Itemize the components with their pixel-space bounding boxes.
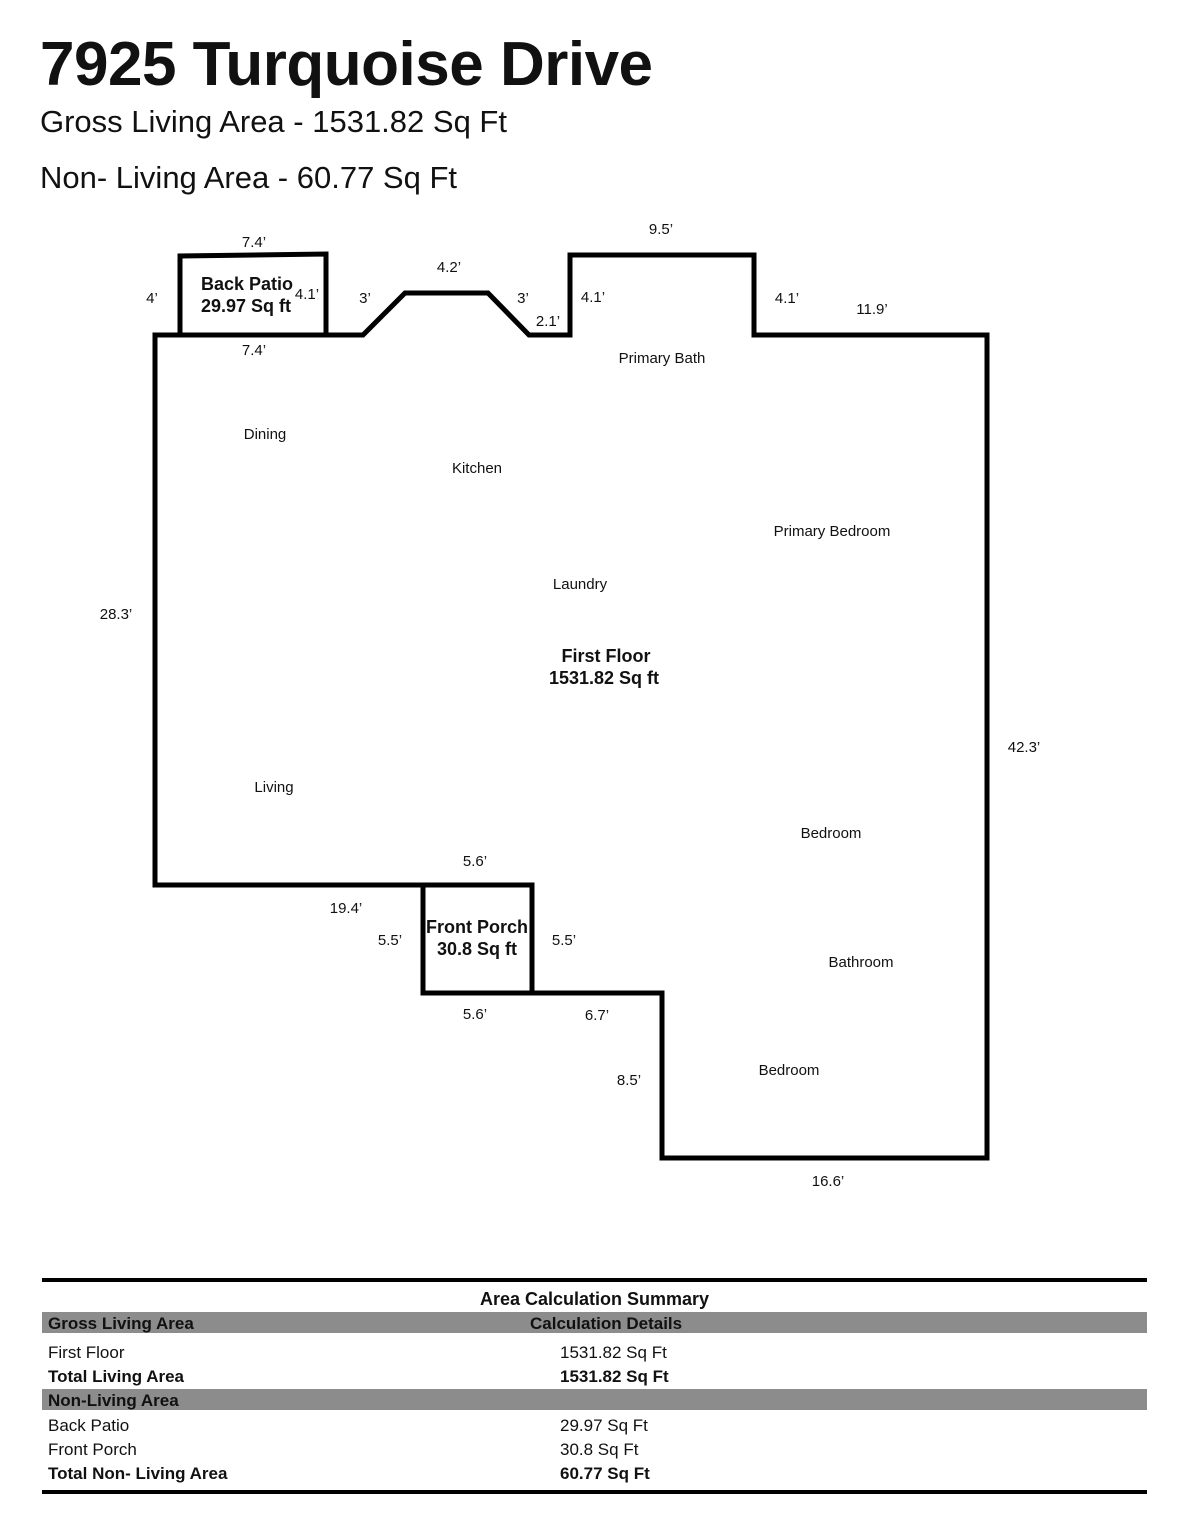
summary-row-total-living: Total Living Area 1531.82 Sq Ft [42, 1365, 1147, 1389]
row-label: Total Non- Living Area [48, 1464, 228, 1483]
gross-living-header: Gross Living Area [48, 1314, 194, 1333]
summary-top-rule [42, 1278, 1147, 1282]
dim-porch-left: 5.5’ [378, 932, 402, 949]
room-dining: Dining [244, 426, 287, 443]
row-label: Total Living Area [48, 1367, 185, 1386]
dim-bath-top: 9.5’ [649, 221, 673, 238]
dim-porch-bottom: 5.6’ [463, 1006, 487, 1023]
dim-bath-left: 4.1’ [581, 289, 605, 306]
room-bedroom: Bedroom [801, 825, 862, 842]
row-value: 30.8 Sq Ft [560, 1440, 639, 1459]
summary-row-total-non-living: Total Non- Living Area 60.77 Sq Ft [42, 1462, 1147, 1486]
dim-patio-left: 4’ [146, 290, 158, 307]
dim-step-vertical: 8.5’ [617, 1072, 641, 1089]
dim-step-horizontal: 6.7’ [585, 1007, 609, 1024]
back-patio-area: 29.97 Sq ft [201, 296, 291, 316]
row-value: 60.77 Sq Ft [560, 1464, 650, 1483]
gross-living-subtitle: Gross Living Area - 1531.82 Sq Ft [40, 104, 507, 139]
first-floor-outline [152, 252, 990, 1161]
row-label: Back Patio [48, 1416, 130, 1435]
front-porch-area: 30.8 Sq ft [437, 939, 517, 959]
dim-top-right: 11.9’ [856, 301, 887, 318]
dim-bay-top: 4.2’ [437, 259, 461, 276]
header: 7925 Turquoise Drive Gross Living Area -… [40, 28, 653, 198]
dim-bottom-right: 16.6’ [812, 1173, 845, 1190]
room-primary-bedroom: Primary Bedroom [774, 523, 891, 540]
front-porch-label: Front Porch [426, 917, 528, 937]
dim-bay-step: 2.1’ [536, 313, 560, 330]
first-floor-label: First Floor [562, 646, 651, 666]
summary-bottom-rule [42, 1490, 1147, 1494]
dim-bottom-left: 19.4’ [330, 900, 363, 917]
row-value: 1531.82 Sq Ft [560, 1343, 667, 1362]
front-porch-outline [420, 885, 532, 996]
dim-left-wall: 28.3’ [100, 606, 133, 623]
gross-living-header-bar: Gross Living Area Calculation Details [42, 1312, 1147, 1333]
summary-row-front-porch: Front Porch 30.8 Sq Ft [42, 1438, 1147, 1462]
room-kitchen: Kitchen [452, 460, 502, 477]
calculation-details-header: Calculation Details [530, 1314, 683, 1333]
summary-row-back-patio: Back Patio 29.97 Sq Ft [42, 1414, 1147, 1438]
non-living-header: Non-Living Area [48, 1391, 179, 1410]
back-patio-outline [177, 251, 329, 335]
row-value: 1531.82 Sq Ft [560, 1367, 669, 1386]
room-bedroom-2: Bedroom [759, 1062, 820, 1079]
dim-porch-right: 5.5’ [552, 932, 576, 949]
page-title: 7925 Turquoise Drive [40, 30, 653, 99]
back-patio-label: Back Patio [201, 274, 293, 294]
room-laundry: Laundry [553, 576, 608, 593]
non-living-header-bar: Non-Living Area [42, 1389, 1147, 1410]
row-value: 29.97 Sq Ft [560, 1416, 648, 1435]
summary-row-first-floor: First Floor 1531.82 Sq Ft [42, 1341, 1147, 1365]
area-summary-table: Area Calculation Summary Gross Living Ar… [42, 1278, 1147, 1494]
room-bathroom: Bathroom [828, 954, 893, 971]
dim-porch-top: 5.6’ [463, 853, 487, 870]
first-floor-area: 1531.82 Sq ft [549, 668, 659, 688]
room-primary-bath: Primary Bath [619, 350, 706, 367]
dim-patio-top: 7.4’ [242, 234, 266, 251]
non-living-subtitle: Non- Living Area - 60.77 Sq Ft [40, 160, 458, 195]
dim-patio-right: 4.1’ [295, 286, 319, 303]
dim-right-wall: 42.3’ [1008, 739, 1041, 756]
floor-plan: Back Patio 29.97 Sq ft Front Porch 30.8 … [100, 221, 1041, 1190]
dim-patio-bottom: 7.4’ [242, 342, 266, 359]
row-label: First Floor [48, 1343, 125, 1362]
dim-bath-right: 4.1’ [775, 290, 799, 307]
dim-bay-right-slope: 3’ [517, 290, 529, 307]
row-label: Front Porch [48, 1440, 137, 1459]
room-living: Living [254, 779, 293, 796]
summary-title: Area Calculation Summary [479, 1289, 710, 1309]
dim-bay-left-slope: 3’ [359, 290, 371, 307]
